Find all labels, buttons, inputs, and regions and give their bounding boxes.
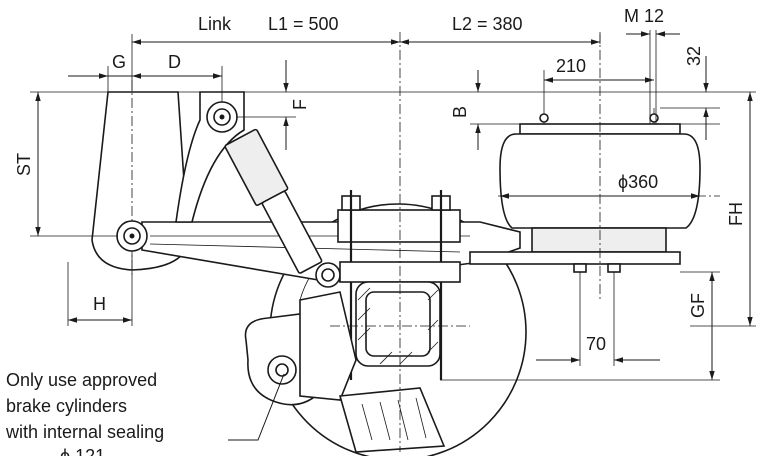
label-h: H [93,294,106,314]
label-link: Link [198,14,232,34]
dimension-lines [30,30,756,441]
brake-note: Only use approved brake cylinders with i… [5,370,164,456]
label-32: 32 [684,46,704,66]
label-diameter: ϕ360 [618,172,658,192]
drawing-body [91,32,720,456]
dimension-labels: Link L1 = 500 L2 = 380 M 12 G D 210 32 F… [14,6,746,354]
label-m: M 12 [624,6,664,26]
upper-pivot-eye [206,101,238,133]
label-st: ST [14,153,34,176]
label-70: 70 [586,334,606,354]
air-spring-piston [531,227,667,253]
shock-absorber [224,128,323,274]
shock-lower-eye [315,262,341,288]
label-210: 210 [556,56,586,76]
axle-tube [355,281,441,367]
brake-cylinder [244,291,446,453]
label-f: F [290,99,310,110]
note-line-4: ϕ 121 [60,446,105,456]
axle-clamp [337,190,461,380]
label-l1: L1 = 500 [268,14,339,34]
note-line-2: brake cylinders [6,396,127,416]
label-l2: L2 = 380 [452,14,523,34]
label-g: G [112,52,126,72]
lower-pivot-eye [116,220,148,252]
label-d: D [168,52,181,72]
note-line-1: Only use approved [6,370,157,390]
note-line-3: with internal sealing [5,422,164,442]
label-fh: FH [726,202,746,226]
label-b: B [450,106,470,118]
label-gf: GF [688,293,708,318]
